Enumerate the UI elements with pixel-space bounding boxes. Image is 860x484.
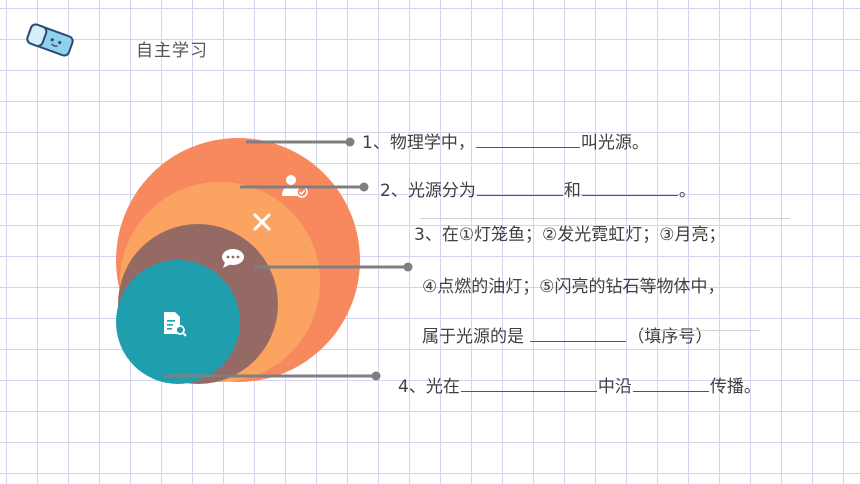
- blank-4b: [632, 390, 709, 392]
- chat-icon: [222, 249, 244, 268]
- question-3-line1: 3、在①灯笼鱼；②发光霓虹灯；③月亮；: [414, 225, 726, 245]
- blank-3: [530, 340, 627, 342]
- divider-rule-2: [640, 330, 760, 331]
- question-1: 1、物理学中，叫光源。: [362, 133, 649, 153]
- question-2: 2、光源分为和。: [380, 181, 696, 201]
- blank-4a: [460, 390, 597, 392]
- blank-2b: [581, 194, 678, 196]
- blank-1: [475, 146, 580, 148]
- blank-2a: [476, 194, 563, 196]
- document-search-icon: [164, 312, 187, 337]
- concentric-circles-diagram: [116, 138, 360, 384]
- tools-icon: [253, 213, 271, 231]
- question-3-line3: 属于光源的是 （填序号）: [422, 327, 713, 347]
- question-4: 4、光在中沿传播。: [398, 377, 761, 397]
- question-3-line2: ④点燃的油灯；⑤闪亮的钻石等物体中，: [422, 277, 725, 297]
- page-title: 自主学习: [136, 41, 208, 61]
- eraser-icon: [26, 23, 74, 57]
- divider-rule: [420, 218, 790, 219]
